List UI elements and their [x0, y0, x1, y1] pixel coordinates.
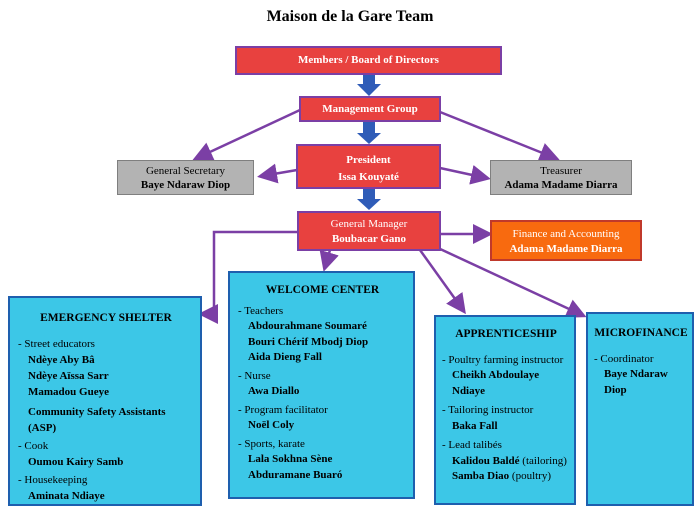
- treasurer-name: Adama Madame Diarra: [504, 179, 618, 191]
- welcome-sports-label: - Sports, karate: [238, 437, 305, 450]
- microfinance-coordinator-label: - Coordinator: [594, 352, 654, 365]
- arrow-manager-to-shelter: [198, 230, 297, 324]
- shelter-heading: EMERGENCY SHELTER: [40, 312, 172, 324]
- apprenticeship-poultry-label: - Poultry farming instructor: [442, 353, 564, 366]
- apprenticeship-talibes-label: - Lead talibés: [442, 439, 502, 451]
- apprenticeship-talibe-2-name: Samba Diao: [452, 470, 510, 482]
- arrow-management-to-treasurer: [439, 110, 560, 162]
- microfinance-heading: MICROFINANCE: [594, 327, 688, 339]
- welcome-teacher-name: Aida Dieng Fall: [248, 351, 322, 363]
- block-arrow-board-to-management: [357, 74, 381, 96]
- apprenticeship-talibe-2-note: (poultry): [511, 470, 552, 482]
- welcome-program-name: Noël Coly: [248, 419, 295, 431]
- apprenticeship-tailoring-label: - Tailoring instructor: [442, 404, 534, 416]
- apprenticeship-talibe-1: Kalidou Baldé (tailoring): [442, 454, 570, 470]
- apprenticeship-talibe-1-name: Kalidou Baldé: [452, 454, 520, 467]
- apprenticeship-heading: APPRENTICESHIP: [455, 328, 557, 340]
- welcome-nurse-label: - Nurse: [238, 369, 271, 382]
- manager-name: Boubacar Gano: [331, 233, 407, 245]
- welcome-teacher-name: Bouri Chérif Mbodj Diop: [248, 335, 369, 348]
- microfinance-coordinator-name: Baye Ndaraw: [604, 368, 668, 380]
- president-box: President Issa Kouyaté: [296, 144, 441, 189]
- shelter-asp-label: Community Safety Assistants: [28, 406, 166, 418]
- welcome-heading: WELCOME CENTER: [265, 284, 380, 296]
- manager-box: General Manager Boubacar Gano: [297, 211, 441, 251]
- finance-box: Finance and Accounting Adama Madame Diar…: [490, 220, 642, 261]
- chart-title: Maison de la Gare Team: [266, 8, 434, 25]
- welcome-box: WELCOME CENTER - Teachers Abdourahmane S…: [228, 271, 415, 499]
- arrow-manager-to-apprenticeship: [418, 249, 466, 315]
- shelter-street-name: Ndèye Aby Bâ: [28, 354, 95, 366]
- shelter-street-label: - Street educators: [18, 338, 95, 350]
- arrow-president-to-secretary: [257, 163, 298, 184]
- finance-name: Adama Madame Diarra: [509, 243, 623, 255]
- shelter-street-name: Mamadou Gueye: [28, 386, 109, 398]
- secretary-name: Baye Ndaraw Diop: [140, 179, 231, 191]
- secretary-role: General Secretary: [145, 165, 226, 177]
- arrow-manager-to-microfinance: [437, 246, 587, 318]
- apprenticeship-talibe-2: Samba Diao (poultry): [442, 469, 570, 485]
- shelter-housekeeping-name: Aminata Ndiaye: [28, 490, 105, 502]
- president-role: President: [346, 154, 391, 166]
- welcome-sports-name: Abduramane Buaró: [248, 468, 343, 481]
- welcome-nurse-name: Awa Diallo: [248, 385, 300, 397]
- shelter-housekeeping-label: - Housekeeping: [18, 474, 88, 486]
- shelter-asp-abbrev: (ASP): [28, 422, 57, 434]
- block-arrow-president-to-manager: [357, 188, 381, 210]
- board-label: Members / Board of Directors: [298, 54, 439, 66]
- arrow-manager-to-welcome: [319, 249, 339, 272]
- welcome-sports-name: Lala Sokhna Sène: [248, 453, 333, 465]
- finance-role: Finance and Accounting: [512, 228, 620, 240]
- welcome-teachers-label: - Teachers: [238, 304, 284, 317]
- president-name: Issa Kouyaté: [338, 171, 399, 183]
- welcome-teacher-name: Abdourahmane Soumaré: [248, 320, 367, 332]
- management-label: Management Group: [322, 103, 418, 115]
- board-box: Members / Board of Directors: [235, 46, 502, 75]
- arrow-management-to-secretary: [192, 108, 301, 161]
- shelter-cook-name: Oumou Kairy Samb: [28, 456, 124, 468]
- apprenticeship-tailoring-name: Baka Fall: [452, 419, 498, 432]
- treasurer-role: Treasurer: [540, 165, 582, 177]
- microfinance-coordinator-name: Diop: [604, 383, 627, 396]
- apprenticeship-poultry-name: Cheikh Abdoulaye: [452, 369, 540, 381]
- arrow-president-to-treasurer: [439, 165, 491, 185]
- management-box: Management Group: [299, 96, 441, 122]
- shelter-cook-label: - Cook: [18, 440, 49, 452]
- block-arrow-management-to-president: [357, 121, 381, 144]
- secretary-box: General Secretary Baye Ndaraw Diop: [117, 160, 254, 195]
- apprenticeship-box: APPRENTICESHIP - Poultry farming instruc…: [434, 315, 576, 505]
- shelter-box: EMERGENCY SHELTER - Street educators Ndè…: [8, 296, 202, 506]
- treasurer-box: Treasurer Adama Madame Diarra: [490, 160, 632, 195]
- shelter-street-name: Ndèye Aïssa Sarr: [28, 370, 109, 382]
- microfinance-box: MICROFINANCE - Coordinator Baye Ndaraw D…: [586, 312, 694, 506]
- apprenticeship-poultry-name: Ndiaye: [452, 384, 485, 397]
- welcome-program-label: - Program facilitator: [238, 403, 328, 416]
- manager-role: General Manager: [330, 218, 408, 230]
- apprenticeship-talibe-1-note: (tailoring): [522, 454, 567, 467]
